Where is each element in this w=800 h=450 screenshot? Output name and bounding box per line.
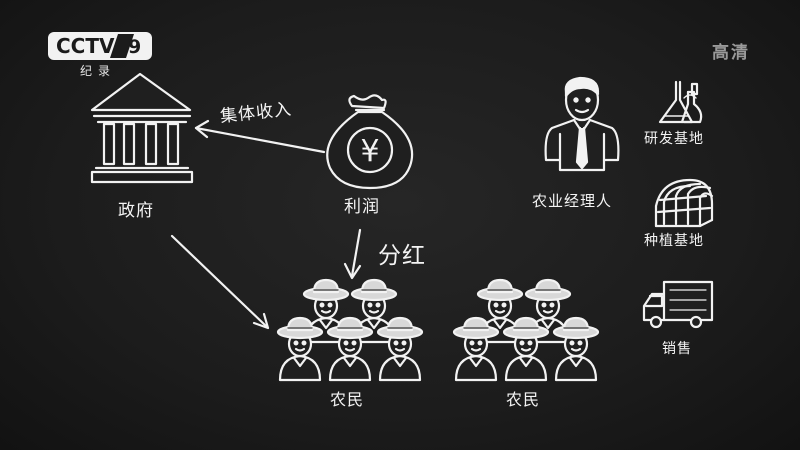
greenhouse-icon (654, 178, 714, 228)
label-planting-base: 种植基地 (644, 233, 704, 249)
cctv-logo: CCTV 9 (48, 32, 152, 60)
label-government: 政府 (118, 201, 154, 221)
yuan-symbol: ¥ (360, 134, 379, 169)
farmer-icon (502, 316, 550, 382)
channel-number: 9 (128, 36, 141, 58)
hd-badge: 高清 (712, 43, 750, 63)
money-bag-icon: ¥ (326, 94, 414, 190)
agri-manager-icon (544, 76, 620, 172)
arrow-profit-to-farmers (343, 228, 362, 280)
farmer-icon (552, 316, 600, 382)
label-agri-manager: 农业经理人 (532, 192, 613, 210)
label-farmers-right: 农民 (506, 390, 541, 409)
farmer-icon (376, 316, 424, 382)
farmer-icon (326, 316, 374, 382)
delivery-truck-icon (642, 280, 714, 329)
arrow-profit-to-government (194, 119, 326, 154)
label-farmers-left: 农民 (330, 390, 365, 409)
farmer-icon (452, 316, 500, 382)
farmer-group-right (452, 278, 600, 382)
label-sales: 销售 (662, 341, 692, 357)
arrow-government-to-farmers (170, 234, 270, 330)
label-dividend: 分红 (378, 243, 426, 269)
channel-name: 纪录 (80, 64, 117, 78)
label-profit: 利润 (344, 197, 380, 217)
government-building-icon (90, 72, 194, 184)
lab-flasks-icon (658, 80, 703, 124)
label-rd-base: 研发基地 (644, 131, 704, 147)
farmer-icon (276, 316, 324, 382)
cctv-logo-text: CCTV (56, 34, 115, 58)
farmer-group-left (276, 278, 424, 382)
